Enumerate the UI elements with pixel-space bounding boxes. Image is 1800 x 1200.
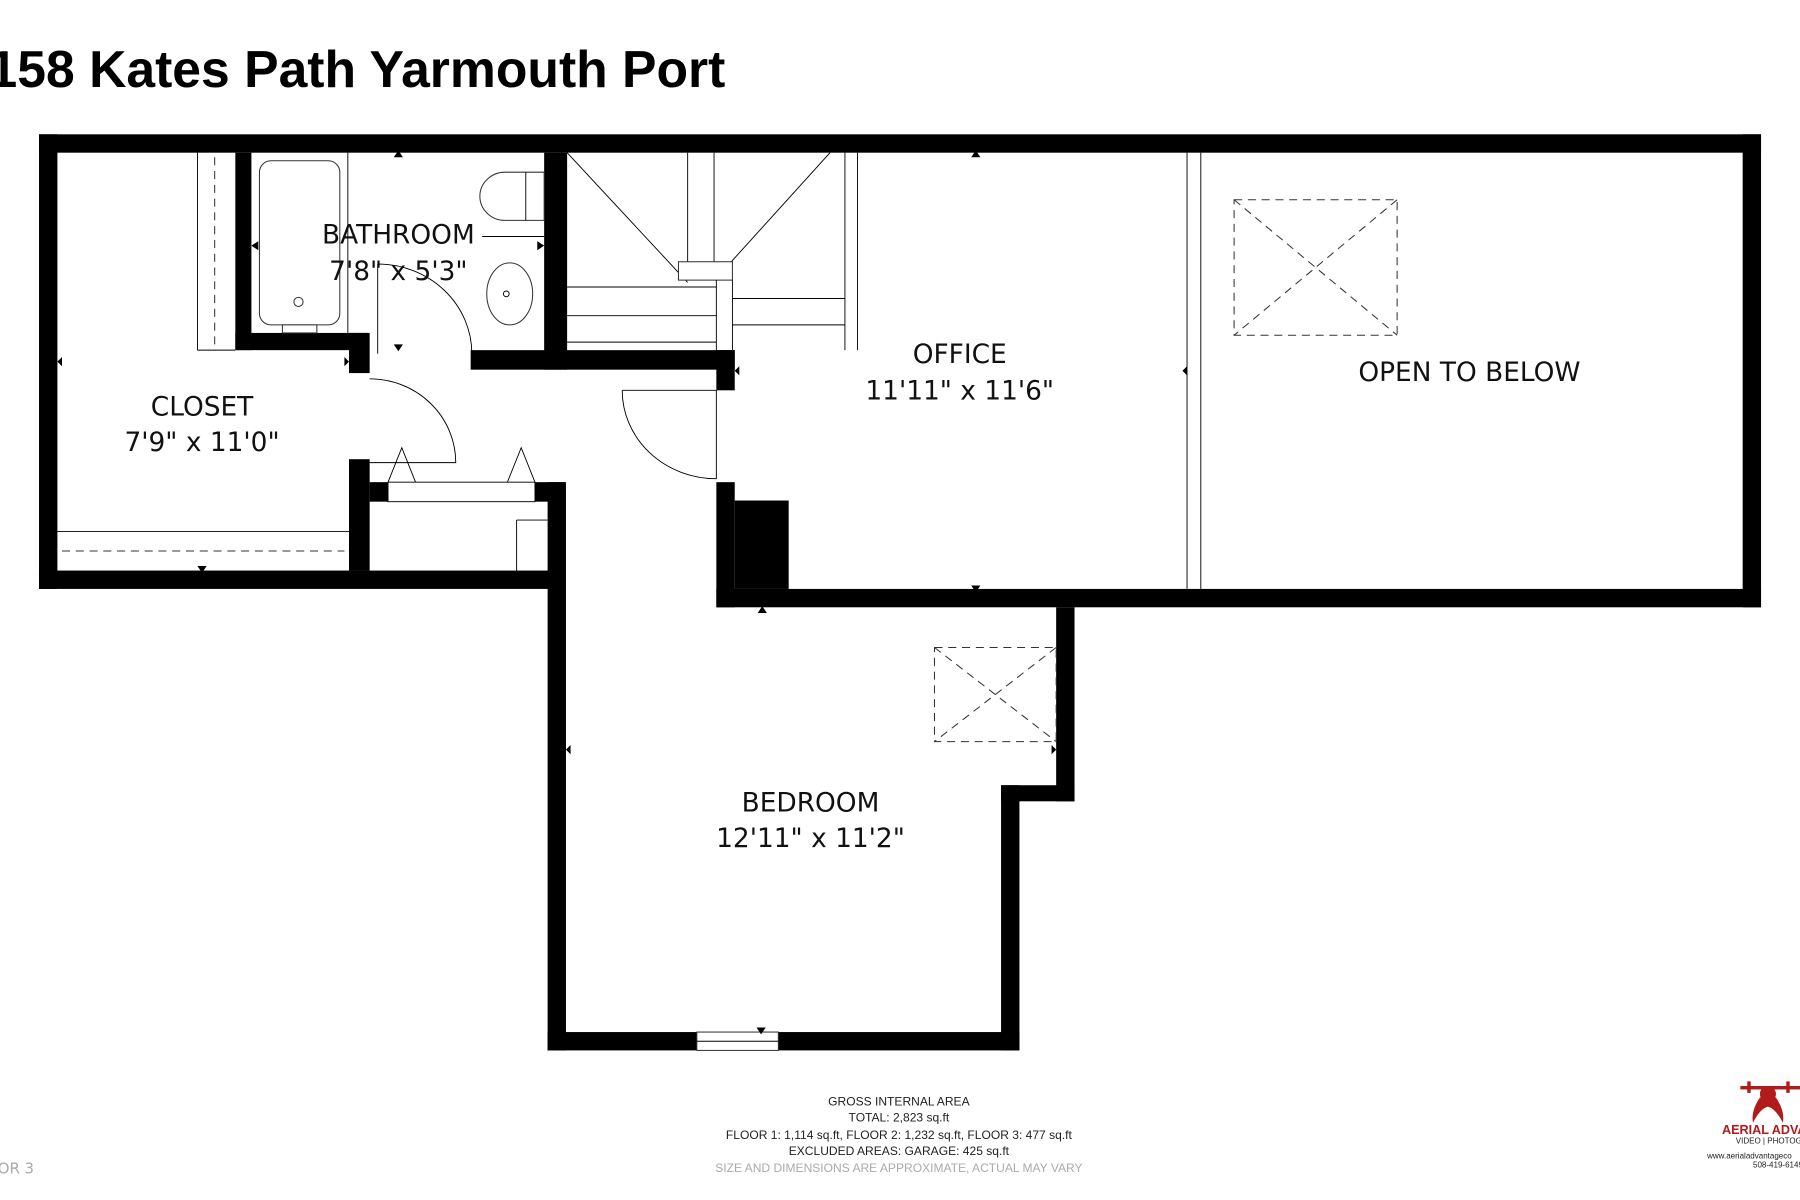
fixtures — [57, 150, 1398, 1035]
skylight — [1233, 199, 1398, 336]
room-dimensions: 7'9" x 11'0" — [124, 427, 279, 458]
excluded-areas: EXCLUDED AREAS: GARAGE: 425 sq.ft — [789, 1144, 1010, 1158]
logo-name: AERIAL ADVAN — [1722, 1123, 1800, 1137]
drone-icon — [1740, 1081, 1800, 1123]
skylight — [933, 646, 1057, 743]
room-open-to-below: OPEN TO BELOW — [1358, 357, 1580, 388]
company-logo: AERIAL ADVAN VIDEO | PHOTOGR www.aeriala… — [1706, 1081, 1800, 1170]
total-area: TOTAL: 2,823 sq.ft — [849, 1111, 950, 1125]
area-summary: GROSS INTERNAL AREA TOTAL: 2,823 sq.ft F… — [715, 1095, 1082, 1176]
room-bedroom: BEDROOM 12'11" x 11'2" — [716, 788, 905, 855]
room-name: CLOSET — [151, 392, 254, 423]
room-name: OFFICE — [913, 339, 1007, 370]
room-office: OFFICE 11'11" x 11'6" — [865, 339, 1054, 407]
room-dimensions: 7'8" x 5'3" — [329, 256, 467, 287]
floor-areas: FLOOR 1: 1,114 sq.ft, FLOOR 2: 1,232 sq.… — [726, 1128, 1073, 1142]
room-name: BEDROOM — [742, 788, 880, 819]
room-name: OPEN TO BELOW — [1358, 357, 1580, 388]
page-title: 158 Kates Path Yarmouth Port — [0, 40, 725, 98]
logo-phone: 508-419-6149 — [1753, 1161, 1800, 1170]
room-dimensions: 12'11" x 11'2" — [716, 823, 905, 854]
logo-tagline: VIDEO | PHOTOGR — [1736, 1136, 1800, 1145]
disclaimer: SIZE AND DIMENSIONS ARE APPROXIMATE, ACT… — [715, 1161, 1082, 1175]
gross-area-heading: GROSS INTERNAL AREA — [828, 1095, 970, 1109]
room-bathroom: BATHROOM 7'8" x 5'3" — [322, 219, 475, 287]
room-name: BATHROOM — [322, 219, 475, 250]
walls — [39, 134, 1762, 1051]
room-closet: CLOSET 7'9" x 11'0" — [124, 392, 279, 459]
logo-website: www.aerialadvantageco — [1706, 1151, 1792, 1160]
floor-label: OR 3 — [0, 1159, 34, 1177]
room-dimensions: 11'11" x 11'6" — [865, 376, 1054, 407]
sink — [486, 262, 534, 326]
toilet — [479, 171, 545, 221]
